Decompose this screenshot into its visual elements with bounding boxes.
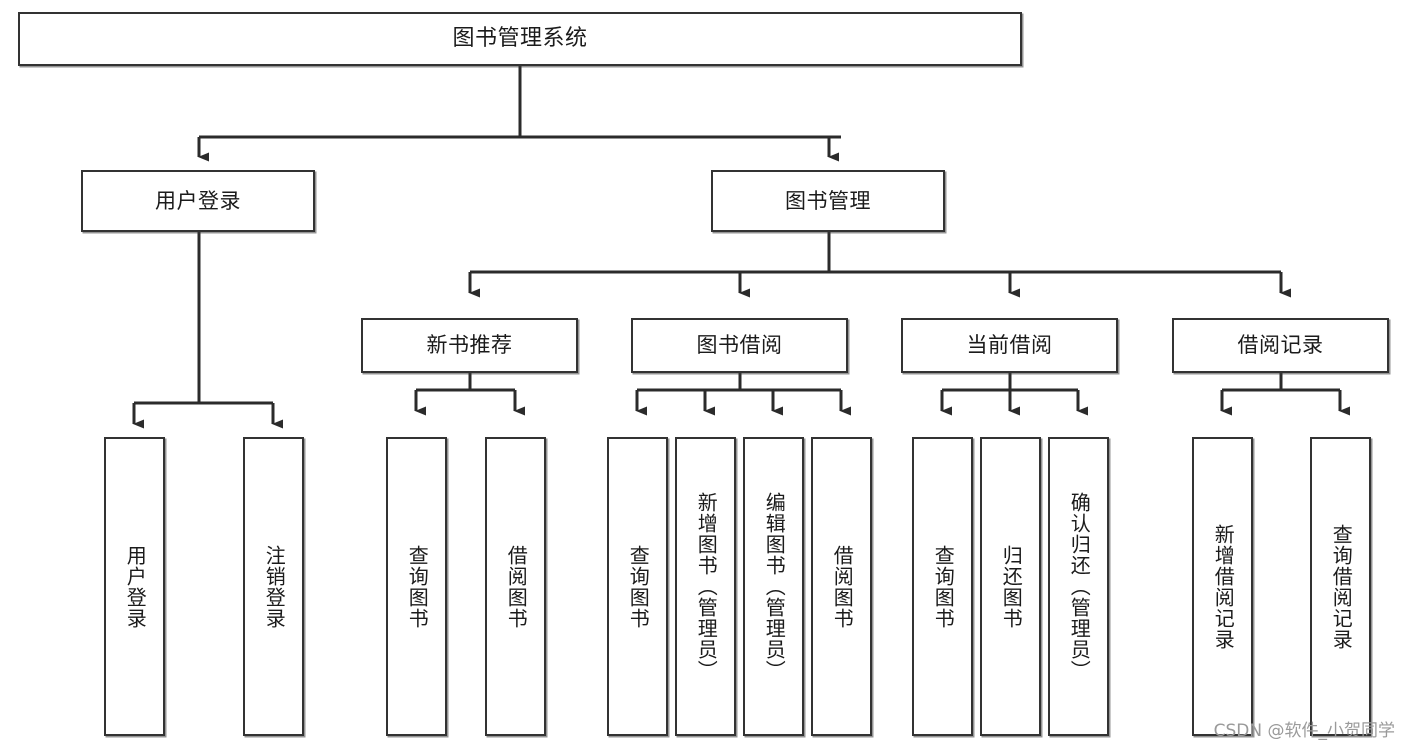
node-label: 用户登录 xyxy=(123,544,148,629)
node-label: 图书管理 xyxy=(785,188,871,213)
node-label: 新增借阅记录 xyxy=(1211,523,1236,650)
leaf-add-book-admin[interactable]: 新增图书（管理员） xyxy=(675,437,736,736)
leaf-return-books[interactable]: 归还图书 xyxy=(980,437,1041,736)
leaf-add-borrow-record[interactable]: 新增借阅记录 xyxy=(1192,437,1253,736)
leaf-confirm-return-admin[interactable]: 确认归还（管理员） xyxy=(1048,437,1109,736)
leaf-edit-book-admin[interactable]: 编辑图书（管理员） xyxy=(743,437,804,736)
node-label: 注销登录 xyxy=(262,544,287,629)
node-current-borrow[interactable]: 当前借阅 xyxy=(901,318,1118,373)
node-label: 借阅图书 xyxy=(504,544,529,629)
node-label: 查询图书 xyxy=(931,544,956,629)
node-borrow-records[interactable]: 借阅记录 xyxy=(1172,318,1389,373)
node-label: 查询借阅记录 xyxy=(1329,523,1354,650)
node-book-management[interactable]: 图书管理 xyxy=(711,170,945,232)
node-label: 确认归还（管理员） xyxy=(1067,492,1092,681)
node-label: 归还图书 xyxy=(999,544,1024,629)
leaf-user-login[interactable]: 用户登录 xyxy=(104,437,165,736)
node-label: 图书借阅 xyxy=(696,333,783,358)
node-label: 新书推荐 xyxy=(426,333,513,358)
leaf-logout[interactable]: 注销登录 xyxy=(243,437,304,736)
leaf-borrow-books-new[interactable]: 借阅图书 xyxy=(485,437,546,736)
node-book-borrow[interactable]: 图书借阅 xyxy=(631,318,848,373)
node-new-book-recommend[interactable]: 新书推荐 xyxy=(361,318,578,373)
node-label: 图书管理系统 xyxy=(452,26,588,52)
node-label: 用户登录 xyxy=(155,188,241,213)
leaf-query-books-borrow[interactable]: 查询图书 xyxy=(607,437,668,736)
leaf-query-books-current[interactable]: 查询图书 xyxy=(912,437,973,736)
leaf-borrow-books[interactable]: 借阅图书 xyxy=(811,437,872,736)
leaf-query-books-new[interactable]: 查询图书 xyxy=(386,437,447,736)
node-label: 查询图书 xyxy=(405,544,430,629)
leaf-query-borrow-record[interactable]: 查询借阅记录 xyxy=(1310,437,1371,736)
node-label: 借阅图书 xyxy=(830,544,855,629)
node-label: 查询图书 xyxy=(626,544,651,629)
node-label: 新增图书（管理员） xyxy=(694,492,719,681)
node-label: 借阅记录 xyxy=(1237,333,1324,358)
csdn-watermark: CSDN @软件_小贺同学 xyxy=(1213,721,1395,741)
node-label: 编辑图书（管理员） xyxy=(762,492,787,681)
node-root-system[interactable]: 图书管理系统 xyxy=(18,12,1022,66)
node-label: 当前借阅 xyxy=(966,333,1053,358)
node-user-login[interactable]: 用户登录 xyxy=(81,170,315,232)
